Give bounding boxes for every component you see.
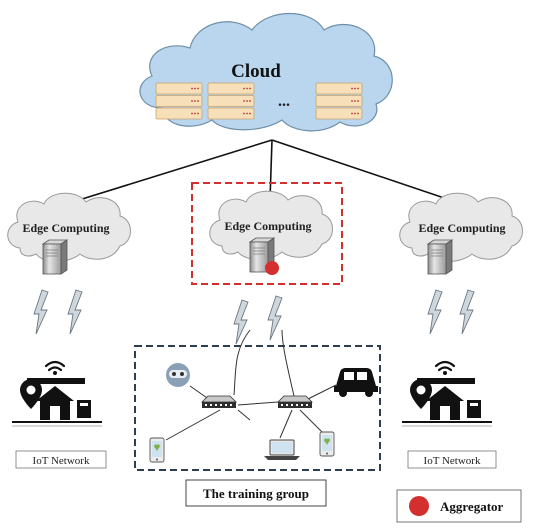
- iot-network-label: IoT Network: [424, 455, 481, 467]
- home-iot-icon: [400, 360, 494, 428]
- rack-server-icon: [315, 82, 363, 120]
- iot-network-label: IoT Network: [33, 455, 90, 467]
- training-group-border: [134, 345, 381, 471]
- car-icon: [334, 368, 378, 397]
- edge-node-center: Edge Computing: [191, 182, 343, 285]
- lightning-icon: [459, 289, 475, 335]
- cloud-edge-links: [65, 139, 463, 205]
- training-group: [134, 329, 381, 471]
- legend-aggregator-marker: [409, 496, 429, 516]
- smartphone-icon: [319, 431, 335, 457]
- lightning-icon: [67, 289, 83, 335]
- router-icon: [201, 395, 237, 409]
- router-icon: [277, 395, 313, 409]
- laptop-icon: [264, 439, 300, 460]
- rack-server-icon: [155, 82, 203, 120]
- edge-node-right: Edge Computing: [399, 192, 523, 275]
- training-group-label: The training group: [203, 486, 309, 501]
- cloud-ellipsis: ...: [278, 93, 290, 110]
- legend-label: Aggregator: [440, 499, 504, 514]
- iot-network-label-box: [407, 450, 497, 469]
- edge-node-label: Edge Computing: [418, 221, 505, 235]
- edge-node-label: Edge Computing: [224, 219, 311, 233]
- cloud-icon: [209, 190, 333, 260]
- training-group-label-box: [185, 479, 327, 507]
- lightning-icon: [427, 289, 443, 335]
- iot-network-label-box: [15, 450, 107, 469]
- tower-server-icon: [42, 239, 68, 275]
- aggregator-marker: [265, 261, 279, 275]
- legend: Aggregator: [396, 489, 522, 523]
- edge-node-label: Edge Computing: [22, 221, 109, 235]
- tower-server-icon: [427, 239, 453, 275]
- home-iot-icon: [10, 360, 104, 428]
- lightning-icon: [33, 289, 49, 335]
- lightning-icon: [267, 295, 283, 341]
- edge-node-left: Edge Computing: [7, 192, 131, 275]
- lightning-icon: [233, 299, 249, 345]
- cloud-label: Cloud: [231, 61, 281, 82]
- iot-network-right: IoT Network: [400, 360, 497, 469]
- webcam-icon: [166, 363, 190, 387]
- iot-network-left: IoT Network: [10, 360, 107, 469]
- highlight-border: [191, 182, 343, 285]
- rack-server-icon: [207, 82, 255, 120]
- smartphone-icon: [149, 437, 165, 463]
